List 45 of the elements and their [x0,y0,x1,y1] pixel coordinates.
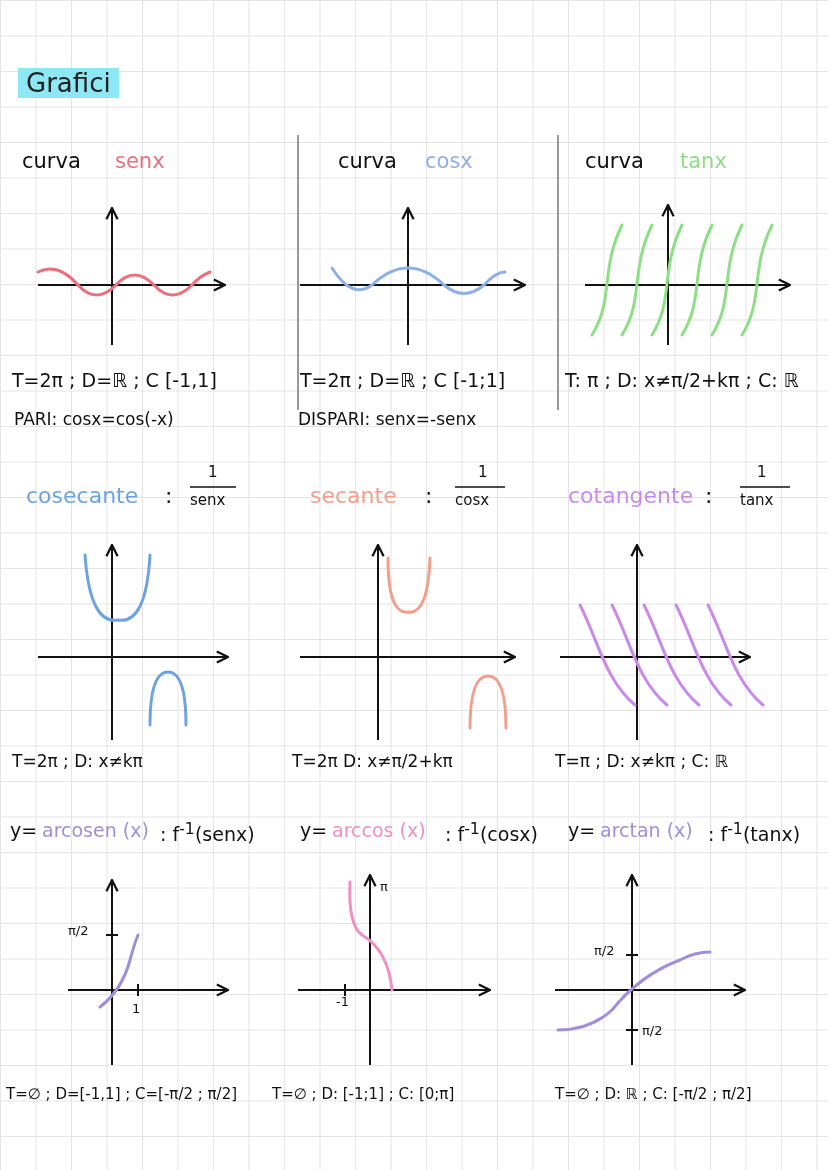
fraction-numerator: 1 [478,464,488,481]
fraction-denominator: tanx [740,492,774,509]
fraction-denominator: cosx [455,492,490,509]
formula-text: T=π ; D: x≠kπ ; C: ℝ [555,752,728,771]
formula-text: T=2π D: x≠π/2+kπ [292,752,453,771]
formula-text: T=2π ; D=ℝ ; C [-1,1] [12,370,217,391]
fraction-numerator: 1 [208,464,218,481]
formula-text: T=∅ ; D=[-1,1] ; C=[-π/2 ; π/2] [6,1086,238,1103]
tick-label: 1 [132,1002,141,1017]
tick-label: π/2 [68,924,89,939]
math-text: curva [22,150,81,174]
page-title: Grafici [18,68,119,98]
tick-label: π [380,880,388,895]
fraction-numerator: 1 [757,464,767,481]
fraction-denominator: senx [190,492,226,509]
math-text: y= [10,820,38,841]
function-name: arcosen (x) [42,820,149,841]
function-name: tanx [680,150,727,174]
function-name: cosx [425,150,473,174]
tick-label: -1 [336,995,349,1010]
tick-label: π/2 [594,944,615,959]
math-text: y= [568,820,596,841]
formula-text: : f$^{-1}$(senx) [160,820,255,846]
formula-text: T=∅ ; D: ℝ ; C: [-π/2 ; π/2] [555,1086,752,1103]
function-name: arctan (x) [600,820,693,841]
tick-label: π/2 [642,1024,663,1039]
function-name: senx [115,150,165,174]
math-text: : [165,484,173,509]
formula-text: PARI: cosx=cos(-x) [14,410,174,429]
function-name: arccos (x) [332,820,426,841]
function-name: cotangente [568,484,694,509]
math-text: : [425,484,433,509]
math-text: curva [338,150,397,174]
formula-text: : f$^{-1}$(cosx) [445,820,538,846]
math-text: : [705,484,713,509]
formula-text: T: π ; D: x≠π/2+kπ ; C: ℝ [565,370,799,391]
function-name: cosecante [26,484,139,509]
formula-text: T=∅ ; D: [-1;1] ; C: [0;π] [272,1086,455,1103]
math-text: y= [300,820,328,841]
function-name: secante [310,484,397,509]
formula-text: T=2π ; D=ℝ ; C [-1;1] [300,370,506,391]
formula-text: T=2π ; D: x≠kπ [12,752,143,771]
math-text: curva [585,150,644,174]
formula-text: DISPARI: senx=-senx [298,410,477,429]
formula-text: : f$^{-1}$(tanx) [708,820,801,846]
